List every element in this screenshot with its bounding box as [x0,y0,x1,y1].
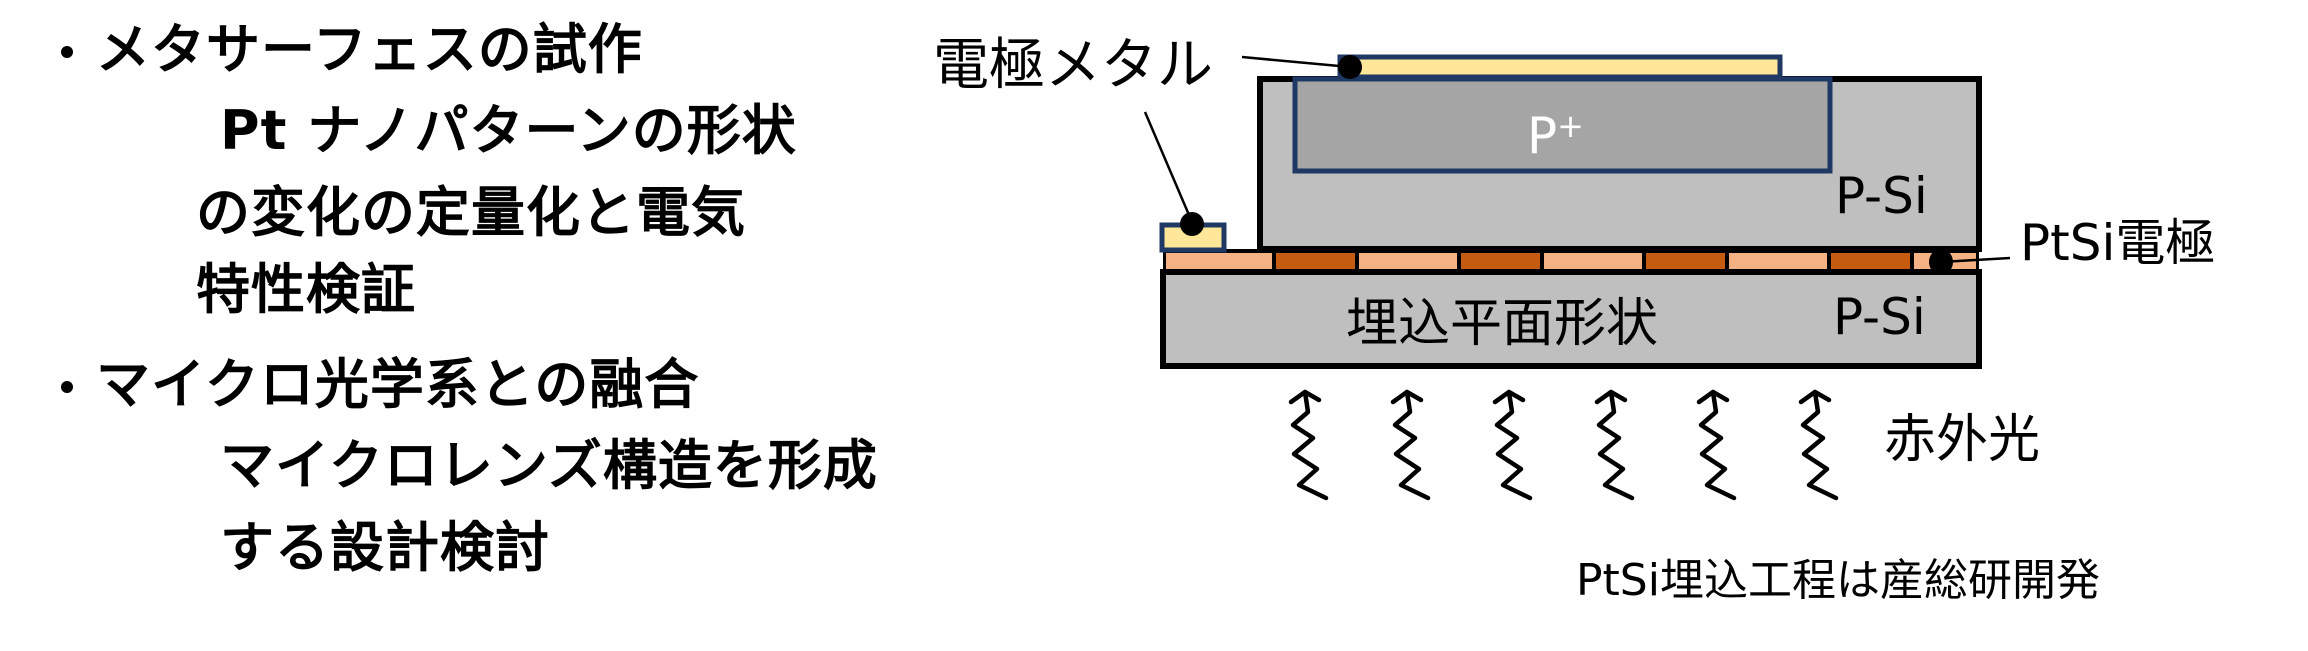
ptsi-electrode-label: PtSi電極 [2020,214,2216,272]
ptsi-segment-dark [1831,253,1910,269]
marker-dot-ptsi [1929,249,1953,275]
infrared-arrow-icon [1288,389,1329,501]
bullet-dot-2 [61,381,73,393]
embedded-planar-shape-label: 埋込平面形状 [1346,294,1659,354]
bullet-dot-1 [61,46,73,58]
ptsi-segment-dark [1461,253,1540,269]
infrared-arrow-icon [1390,389,1431,501]
infrared-arrow-icon [1798,389,1839,501]
bullet-2-detail-1: マイクロレンズ構造を形成 [220,434,878,497]
bullet-1-heading: メタサーフェスの試作 [96,18,643,81]
infrared-arrow-icon [1696,389,1737,501]
ptsi-segment-light [1729,253,1827,269]
p-plus-label-base: P [1527,107,1558,165]
electrode-metal-label: 電極メタル [933,33,1213,98]
bullet-2-detail-2: する設計検討 [220,516,550,579]
leader-line-side-pad [1143,111,1194,223]
bullet-1-detail-3: 特性検証 [196,258,416,321]
top-electrode-metal [1337,54,1783,80]
marker-dot-side-pad [1180,212,1204,236]
leader-line-top-metal [1241,55,1351,69]
p-plus-region [1292,76,1833,174]
ptsi-segment-light [1544,253,1642,269]
ptsi-segment-dark [1276,253,1355,269]
marker-dot-top-metal [1338,55,1362,79]
p-plus-label: P+ [1527,98,1584,164]
ptsi-segment-light [1166,253,1272,269]
bottom-p-si-substrate [1160,269,1982,369]
infrared-light-label: 赤外光 [1884,410,2041,470]
bullet-1-detail-2: の変化の定量化と電気 [196,181,746,244]
ptsi-segment-dark [1646,253,1725,269]
infrared-arrows [1288,389,1839,501]
p-plus-label-superscript: + [1557,107,1584,145]
ptsi-segment-light [1359,253,1457,269]
ptsi-process-caption: PtSi埋込工程は産総研開発 [1576,555,2100,606]
p-si-upper-label: P-Si [1835,167,1928,225]
bullet-1-detail-1: Pt ナノパターンの形状 [220,99,797,162]
p-si-lower-label: P-Si [1833,288,1926,346]
infrared-arrow-icon [1492,389,1533,501]
infrared-arrow-icon [1594,389,1635,501]
bullet-2-heading: マイクロ光学系との融合 [96,353,700,416]
ptsi-electrode-layer [1163,249,1979,273]
